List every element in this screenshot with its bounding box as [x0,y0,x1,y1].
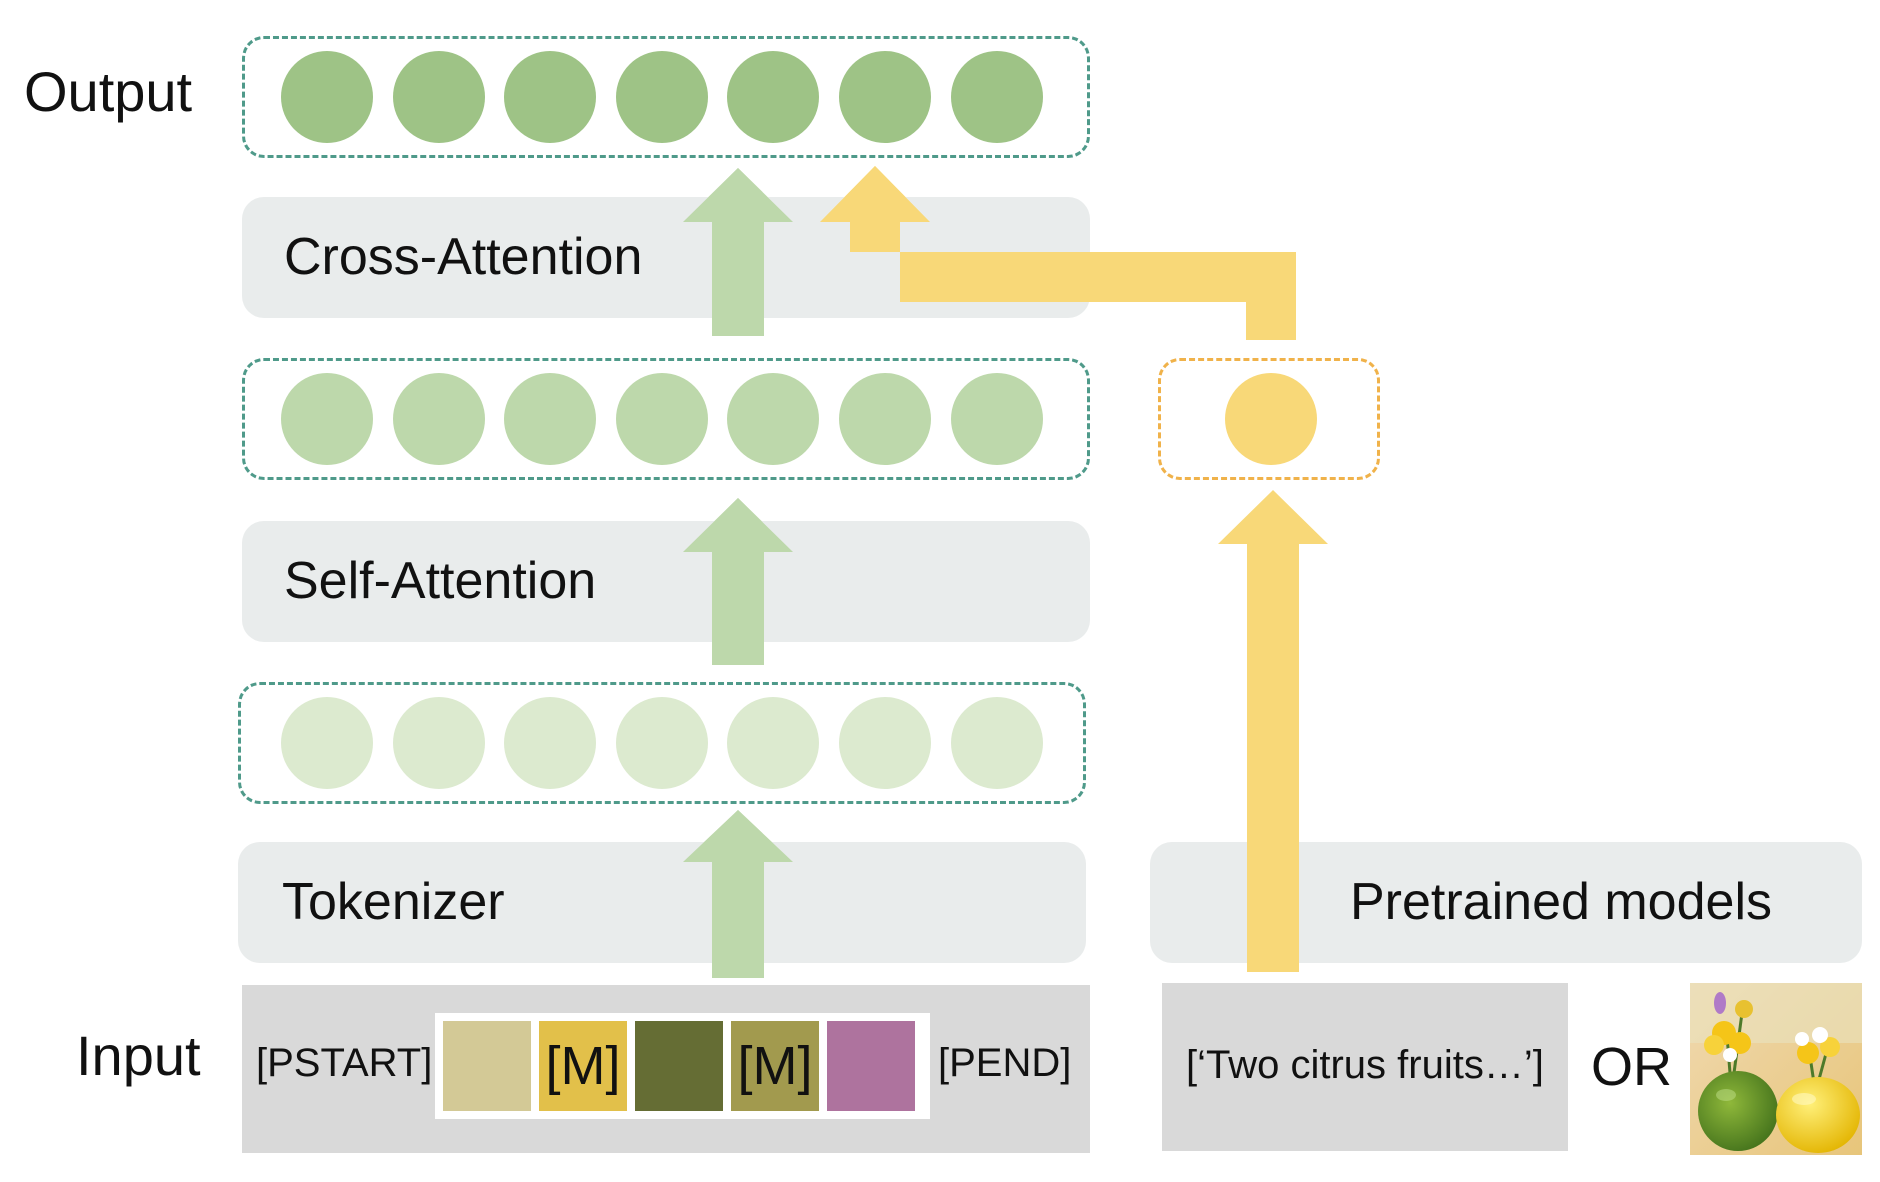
output-token [727,51,819,143]
arrow-head-tokenizer [683,810,793,862]
color-swatch [635,1021,723,1111]
hidden-token [281,373,373,465]
embedding-token [616,697,708,789]
hidden-token-group [242,358,1090,480]
text-condition: [‘Two citrus fruits…’] [1186,1043,1544,1087]
output-token [839,51,931,143]
tokenizer-label: Tokenizer [282,873,505,931]
output-token [504,51,596,143]
arrow-shaft-tokenizer [712,842,764,978]
input-label: Input [76,1024,201,1087]
tokenizer-block: Tokenizer [238,842,1086,963]
output-token [281,51,373,143]
embedding-token [281,697,373,789]
hidden-token [951,373,1043,465]
arrow-shaft-cross-attention [712,222,764,336]
pend-token: [PEND] [938,1041,1072,1085]
cross-attention-label: Cross-Attention [284,228,643,286]
condition-token [1225,373,1317,465]
output-token [393,51,485,143]
output-label: Output [24,60,193,123]
embedding-token [951,697,1043,789]
masked-swatch: [M] [731,1021,819,1111]
self-attention-block: Self-Attention [242,521,1090,642]
arrow-shaft-self-attention [712,552,764,665]
pretrained-models-label: Pretrained models [1350,873,1772,931]
arrow-head-self-attention [683,498,793,552]
hidden-token [393,373,485,465]
output-token [616,51,708,143]
input-sequence-bar: [PSTART] [M] [M] [PEND] [242,985,1090,1153]
pstart-token: [PSTART] [256,1041,433,1085]
color-swatch [827,1021,915,1111]
hidden-token [839,373,931,465]
embedding-token-group [238,682,1086,804]
masked-swatch: [M] [539,1021,627,1111]
hidden-token [727,373,819,465]
output-token [951,51,1043,143]
embedding-token [727,697,819,789]
hidden-token [616,373,708,465]
arrow-shaft-pretrained [1247,544,1299,972]
or-label: OR [1591,1037,1672,1097]
text-condition-box: [‘Two citrus fruits…’] [1162,983,1568,1151]
output-token-group [242,36,1090,158]
citrus-fruits-photo-icon [1690,983,1862,1155]
color-token-strip: [M] [M] [435,1013,930,1119]
embedding-token [504,697,596,789]
color-swatch [443,1021,531,1111]
arrow-head-cross-attention [683,168,793,222]
embedding-token [839,697,931,789]
condition-token-group [1158,358,1380,480]
embedding-token [393,697,485,789]
hidden-token [504,373,596,465]
arrow-elbow-condition [820,166,1296,340]
self-attention-label: Self-Attention [284,552,597,610]
